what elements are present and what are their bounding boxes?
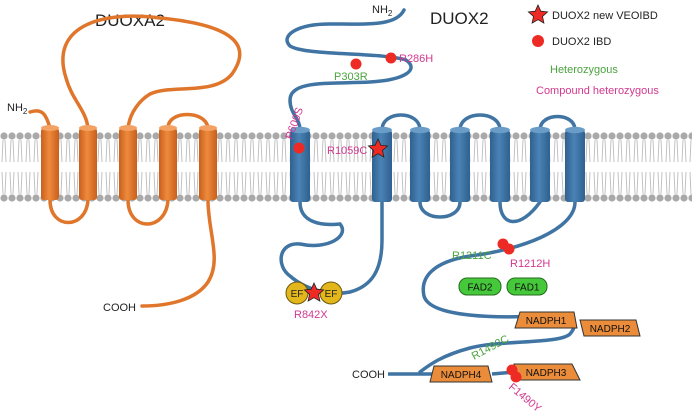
duox2-tm7 — [565, 130, 585, 202]
duoxa2-title: DUOXA2 — [95, 11, 165, 30]
duoxa2-tm2-cap — [79, 125, 97, 131]
label-r1212h: R1212H — [510, 258, 550, 270]
fad-domains: FAD2 FAD1 — [458, 277, 548, 296]
duoxa2-tm3 — [119, 128, 137, 200]
nadph1-domain — [514, 311, 578, 329]
duoxa2-tm1 — [41, 128, 59, 200]
ef-hand-2-label: EF — [325, 289, 338, 300]
mutation-dot-p609s — [293, 142, 305, 154]
ef-hand-1-label: EF — [291, 289, 304, 300]
duox2-tm6-cap — [530, 126, 550, 134]
duox2-title: DUOX2 — [430, 9, 489, 28]
label-r1492c: R1492C — [470, 333, 511, 363]
mutation-dot-f1490y — [510, 371, 522, 383]
mutation-markers — [293, 52, 522, 383]
duox2-tm5 — [490, 130, 510, 202]
duoxa2-protein: NH2 COOH — [7, 14, 242, 314]
duox2-tm4-cap — [450, 126, 470, 134]
legend-dot-label: DUOX2 IBD — [552, 36, 611, 48]
nadph3-label: NADPH3 — [526, 368, 567, 379]
legend-heterozygous: Heterozygous — [550, 64, 618, 76]
label-r1211c: R1211C — [452, 250, 492, 262]
duox2-tm5-cap — [490, 126, 510, 134]
cell-membrane — [0, 132, 692, 202]
mutation-labels: P303R R286H P609S R1059C R1211C R1212H R… — [284, 53, 551, 412]
duox2-tm-helices — [290, 126, 585, 202]
duoxa2-tm5-cap — [199, 125, 217, 131]
duoxa2-tm1-cap — [41, 125, 59, 131]
duoxa2-tm2 — [79, 128, 97, 200]
nadph-domains: NADPH1 NADPH2 NADPH4 NADPH3 — [429, 311, 641, 383]
fad2-label: FAD2 — [467, 283, 492, 294]
mutation-dot-r286h — [385, 52, 397, 64]
duox2-tm1-cap — [290, 126, 310, 134]
nadph2-domain — [579, 319, 641, 337]
mutation-star-r1059c — [367, 138, 389, 158]
duox2-c-terminus: COOH — [352, 369, 385, 381]
legend-star-label: DUOX2 new VEOIBD — [552, 10, 658, 22]
nadph4-domain — [429, 365, 493, 383]
mutation-star-r842x — [303, 282, 325, 302]
duox2-tm7-cap — [565, 126, 585, 134]
duoxa2-tm5 — [199, 128, 217, 200]
duoxa2-tm3-cap — [119, 125, 137, 131]
label-r286h: R286H — [399, 53, 433, 65]
duoxa2-n-terminus: NH2 — [7, 102, 28, 116]
label-f1490y: F1490Y — [506, 381, 544, 412]
label-p303r: P303R — [334, 71, 368, 83]
duox2-tm2 — [372, 130, 392, 202]
fad1-label: FAD1 — [514, 283, 539, 294]
duox2-tm3-cap — [410, 126, 430, 134]
mutation-dot-r1212h — [503, 243, 515, 255]
fad1-domain — [506, 277, 548, 296]
duox2-chain — [279, 8, 577, 374]
nadph1-label: NADPH1 — [526, 316, 567, 327]
duox2-tm3 — [410, 130, 430, 202]
duox2-tm4 — [450, 130, 470, 202]
ef-hand-domains: EF EF — [285, 281, 343, 305]
label-r842x: R842X — [294, 309, 328, 321]
mutation-dot-p303r — [350, 58, 362, 70]
duoxa2-tm4 — [159, 128, 177, 200]
legend-dot-icon — [532, 35, 544, 47]
duoxa2-tm4-cap — [159, 125, 177, 131]
duox2-tm2-cap — [372, 126, 392, 134]
legend-compound-heterozygous: Compound heterozygous — [536, 85, 659, 97]
nadph2-label: NADPH2 — [590, 324, 631, 335]
label-r1059c: R1059C — [327, 145, 367, 157]
duox2-n-terminus: NH2 — [372, 4, 393, 18]
legend-star-icon — [527, 4, 549, 24]
duoxa2-c-terminus: COOH — [103, 302, 136, 314]
duoxa2-chain — [28, 14, 242, 308]
fad2-domain — [458, 277, 502, 296]
duox2-tm6 — [530, 130, 550, 202]
legend: DUOX2 new VEOIBD DUOX2 IBD Heterozygous … — [527, 4, 659, 97]
duoxa2-tm-helices — [41, 125, 217, 200]
nadph4-label: NADPH4 — [441, 370, 482, 381]
